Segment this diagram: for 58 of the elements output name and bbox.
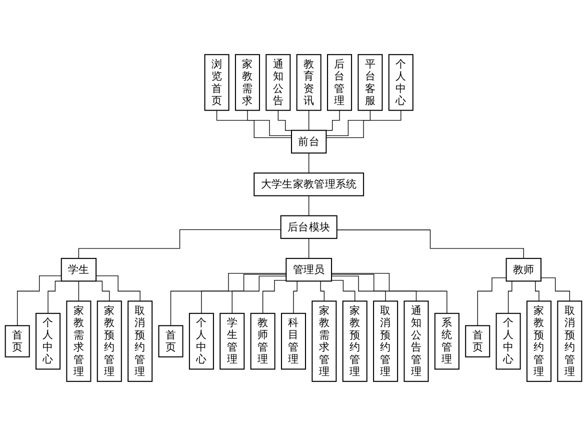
- node-box: 取消预约管理: [128, 300, 153, 382]
- connector: [216, 110, 292, 138]
- node-box: 家教需求管理: [312, 300, 337, 382]
- node-box: 后台模块: [280, 215, 338, 239]
- connector: [247, 110, 292, 136]
- connector: [308, 238, 310, 259]
- node-box: 个人中心: [36, 312, 61, 370]
- node-box: 家教需求管理: [66, 300, 92, 382]
- node-box: 家教预约管理: [526, 300, 552, 382]
- connector: [78, 280, 80, 302]
- connector: [94, 280, 110, 302]
- connector: [308, 195, 310, 216]
- connector: [201, 274, 286, 314]
- node-box: 家教预约管理: [342, 300, 368, 382]
- node-box: 家教预约管理: [96, 300, 122, 382]
- connector: [17, 275, 62, 326]
- node-box: 管理员: [286, 258, 332, 282]
- connector: [232, 276, 286, 314]
- node-box: 教师: [506, 258, 542, 282]
- connector: [308, 152, 310, 174]
- node-box: 家教需求: [234, 54, 260, 111]
- connector: [331, 280, 356, 302]
- node-box: 教师管理: [250, 312, 276, 370]
- node-box: 浏览首页: [204, 54, 230, 111]
- connector: [336, 230, 524, 259]
- node-box: 个人中心: [188, 312, 214, 370]
- connector: [331, 276, 386, 302]
- connector: [96, 275, 140, 302]
- node-box: 首页: [158, 325, 184, 358]
- connector: [48, 280, 63, 314]
- node-box: 教育资讯: [296, 54, 322, 111]
- node-box: 首页: [465, 325, 490, 358]
- node-box: 个人中心: [388, 54, 414, 111]
- node-box: 大学生家教管理系统: [254, 172, 364, 196]
- node-box: 平台客服: [358, 54, 383, 111]
- node-box: 取消预约管理: [557, 300, 582, 382]
- connector: [331, 272, 448, 314]
- connector: [540, 277, 570, 302]
- connector: [170, 272, 286, 326]
- connector: [78, 229, 282, 259]
- node-box: 后台管理: [327, 54, 352, 111]
- connector: [262, 280, 286, 314]
- connector: [331, 274, 417, 302]
- node-box: 通知公告管理: [404, 300, 429, 382]
- connector: [278, 110, 293, 131]
- node-box: 取消预约管理: [373, 300, 398, 382]
- node-box: 学生管理: [220, 312, 245, 370]
- connector: [308, 110, 310, 131]
- node-box: 科目管理: [281, 312, 306, 370]
- node-box: 学生: [60, 258, 97, 282]
- node-box: 前台: [291, 130, 327, 154]
- node-box: 首页: [4, 325, 30, 358]
- connector: [326, 110, 402, 138]
- connector: [326, 110, 371, 136]
- connector: [324, 110, 340, 131]
- node-box: 通知公告: [266, 54, 291, 111]
- node-box: 个人中心: [496, 312, 521, 370]
- connector: [477, 277, 507, 326]
